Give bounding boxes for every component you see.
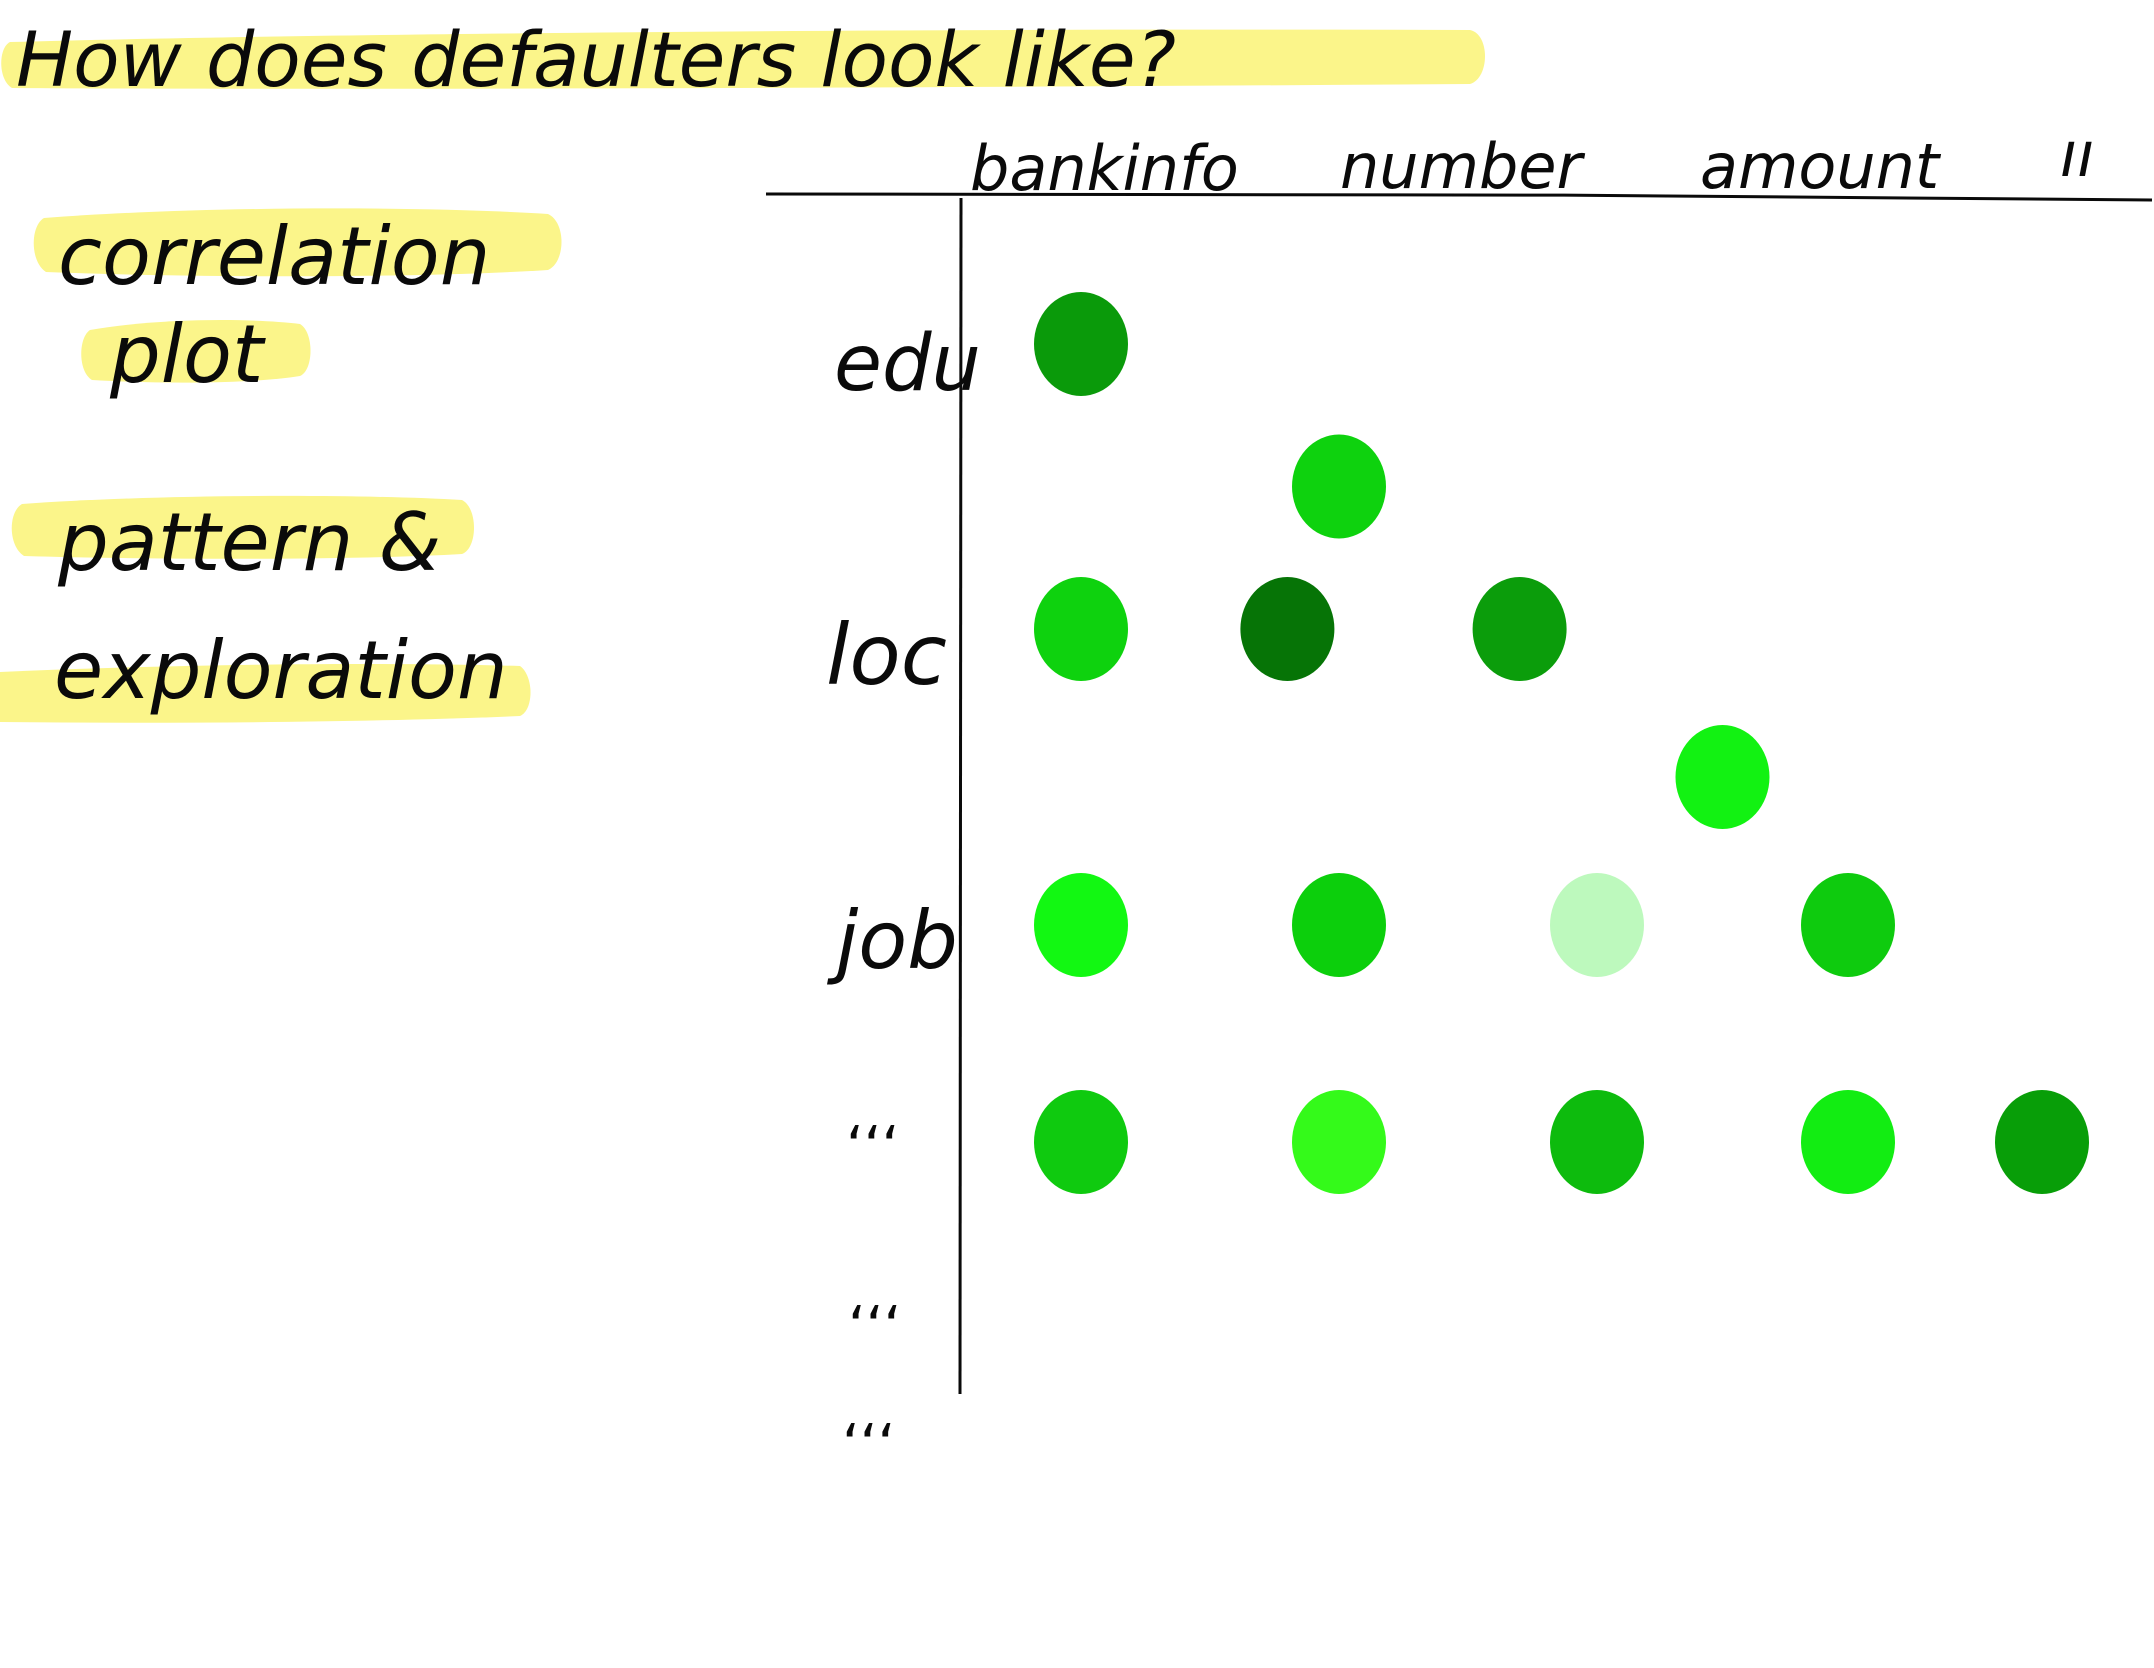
exploration-highlight xyxy=(0,664,531,723)
row-label: ‘‘‘ xyxy=(842,1413,895,1478)
correlation-dot xyxy=(1801,873,1895,977)
handwriting: How does defaulters look like? correlati… xyxy=(16,15,1176,717)
row-label: edu xyxy=(834,319,981,409)
row-label: loc xyxy=(826,606,947,704)
column-header: amount xyxy=(1700,130,1942,203)
correlation-dot xyxy=(1292,434,1386,539)
correlation-dot xyxy=(1801,1090,1895,1194)
correlation-dot xyxy=(1034,1090,1128,1194)
note-exploration: exploration xyxy=(54,624,508,717)
column-header: bankinfo xyxy=(970,132,1239,205)
note-correlation: correlation xyxy=(58,210,490,303)
correlation-dot xyxy=(1675,725,1770,829)
correlation-dot xyxy=(1550,873,1644,977)
correlation-dot xyxy=(1550,1090,1644,1194)
correlation-dots xyxy=(1034,292,2089,1194)
column-header: number xyxy=(1340,130,1585,203)
row-labels: edu loc job ‘‘‘ ‘‘‘ ‘‘‘ xyxy=(826,319,981,1478)
correlation-dot xyxy=(1034,873,1128,977)
column-headers: bankinfo number amount ıı xyxy=(970,118,2094,205)
note-plot: plot xyxy=(109,308,266,401)
page-title: How does defaulters look like? xyxy=(16,15,1176,104)
plot-highlight xyxy=(81,320,311,383)
correlation-dot xyxy=(1034,577,1128,681)
highlights xyxy=(0,29,1485,723)
correlation-dot xyxy=(1034,292,1128,396)
row-label: ‘‘‘ xyxy=(846,1115,899,1180)
row-label: job xyxy=(826,894,958,987)
title-highlight xyxy=(1,29,1485,89)
row-label-rule xyxy=(958,197,963,1395)
correlation-dot xyxy=(1292,1090,1386,1194)
correlation-dot xyxy=(1995,1090,2089,1194)
correlation-dot xyxy=(1292,873,1386,977)
correlation-dot xyxy=(1472,577,1567,681)
correlation-dot xyxy=(1240,577,1335,681)
note-pattern: pattern & xyxy=(57,496,441,589)
row-label: ‘‘‘ xyxy=(848,1295,901,1360)
pattern-highlight xyxy=(11,495,475,559)
column-header: ıı xyxy=(2060,118,2094,191)
header-rule xyxy=(765,192,2153,202)
matrix-axes xyxy=(765,192,2153,1395)
correlation-highlight xyxy=(33,208,562,277)
